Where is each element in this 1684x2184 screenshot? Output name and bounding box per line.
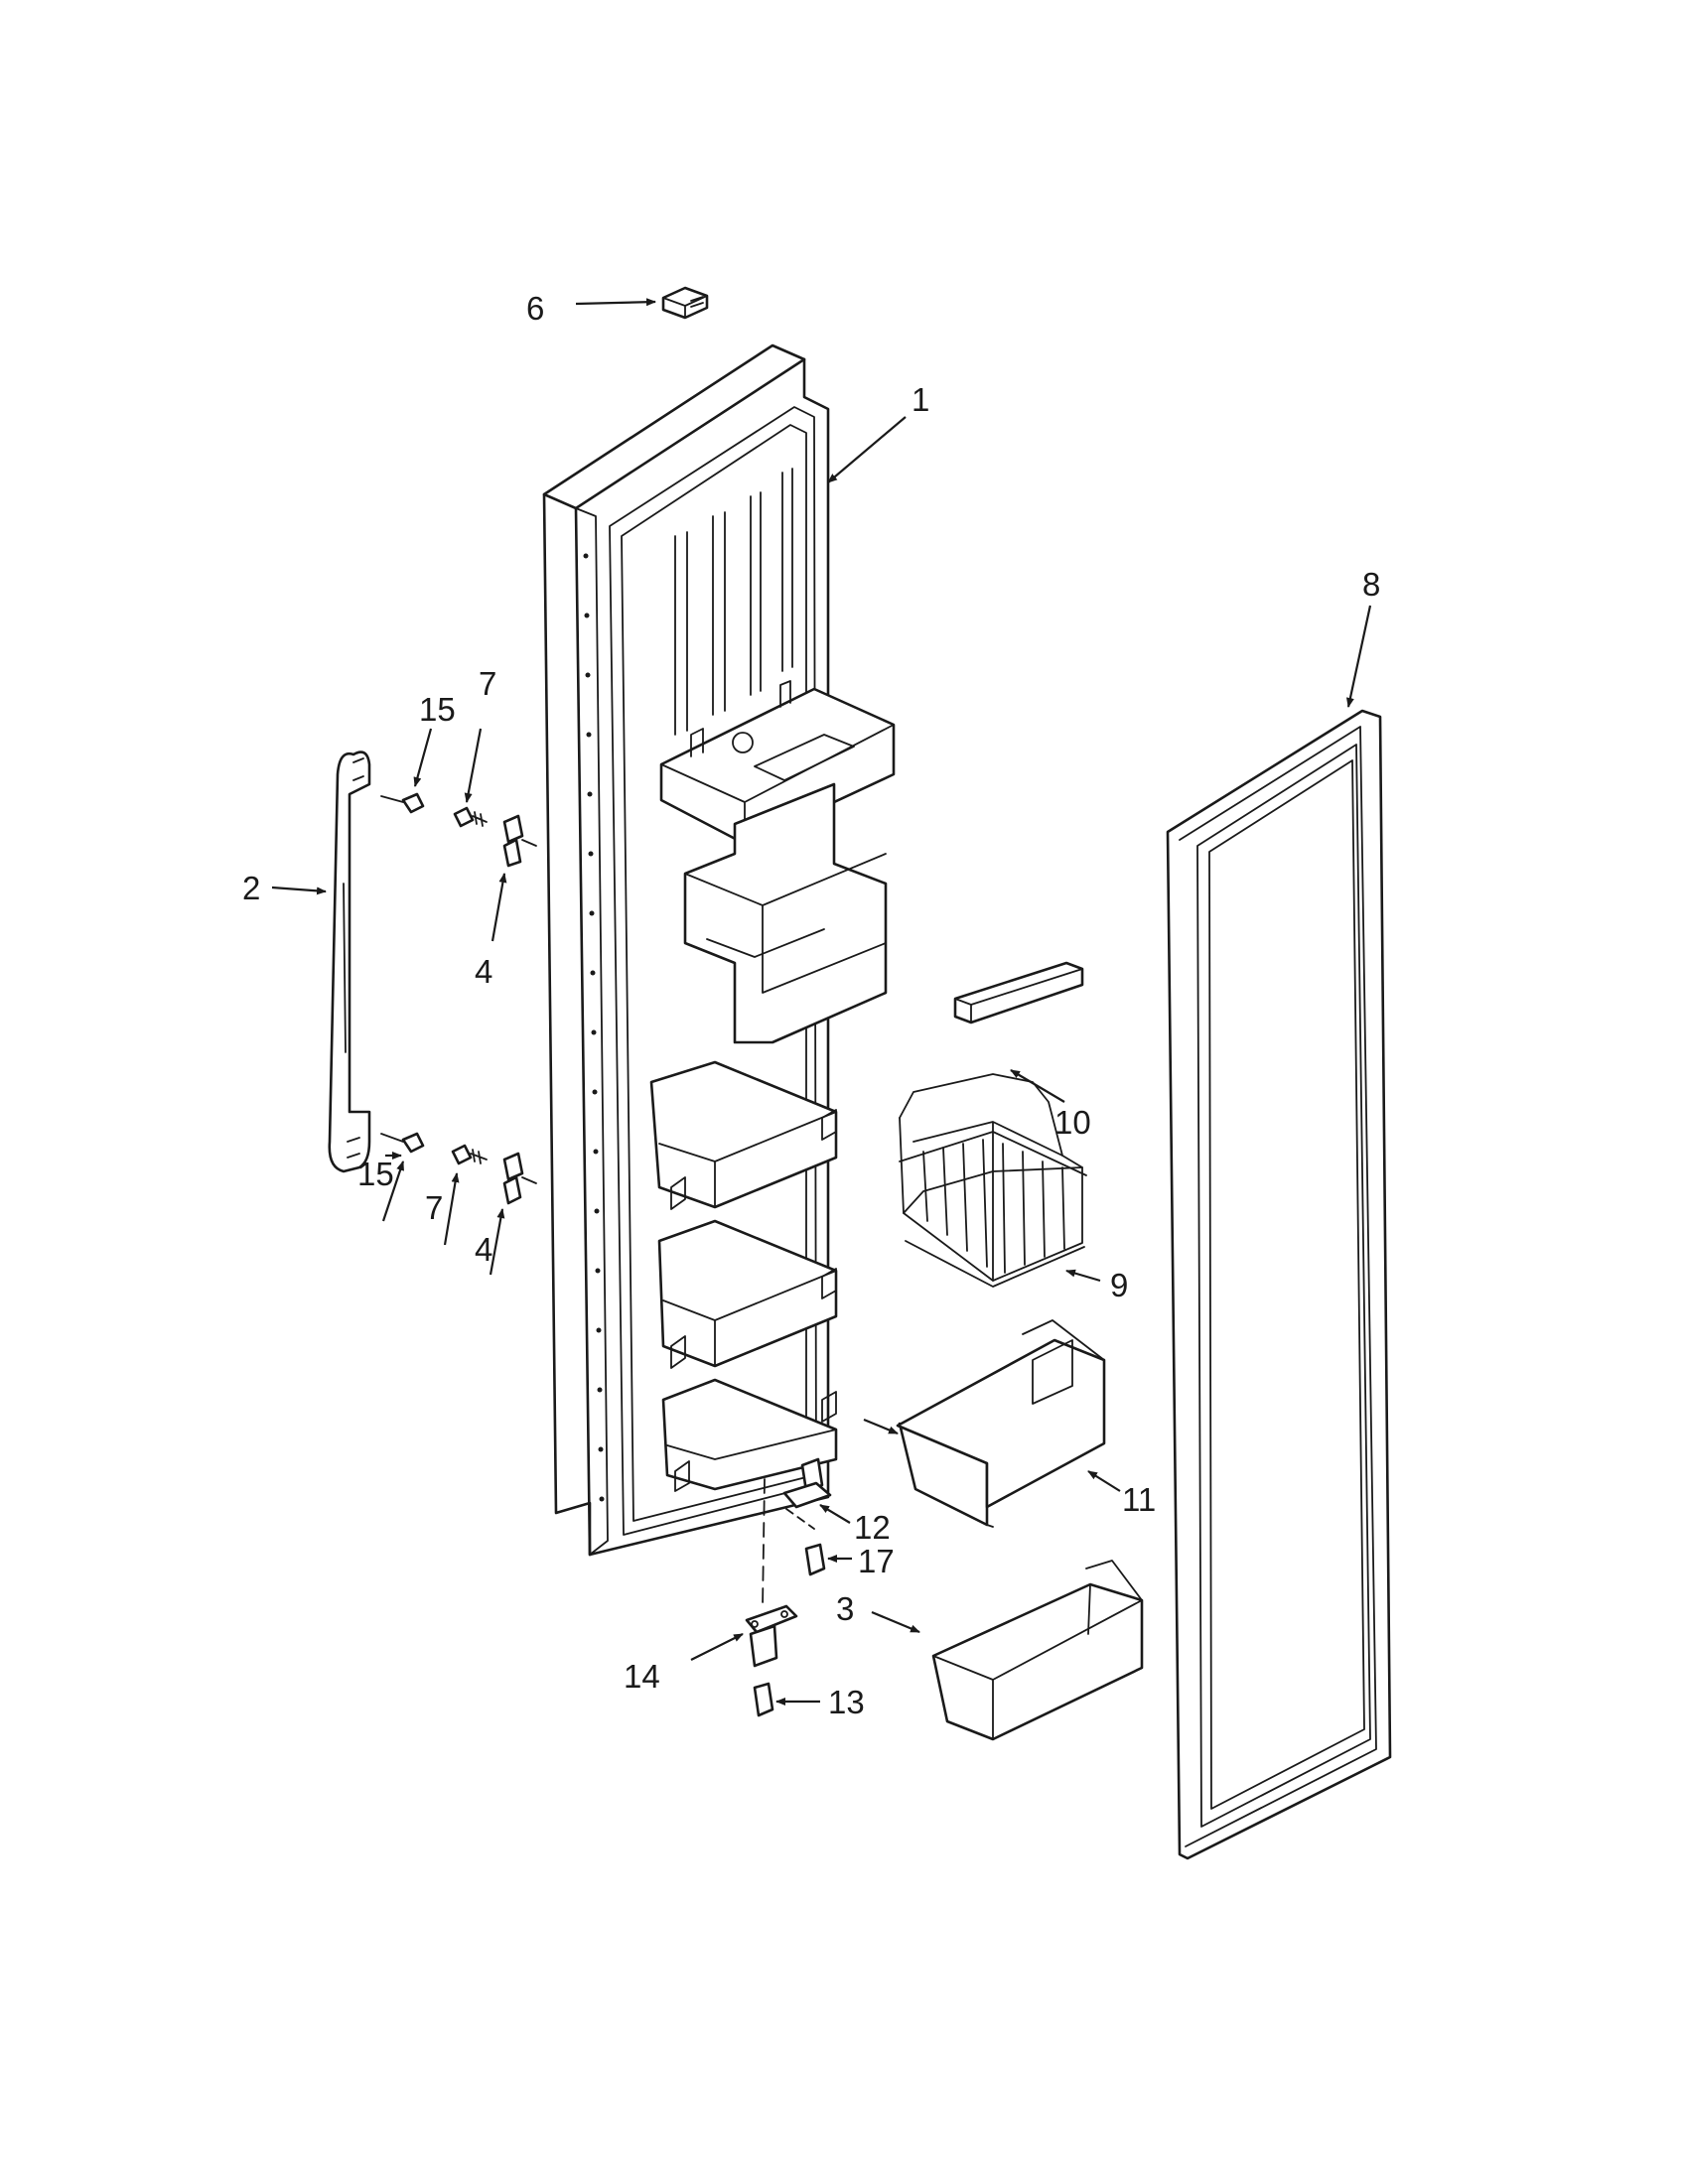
callout-7-top: 7 <box>479 665 496 702</box>
callout-labels: 6 1 8 15 7 2 4 15 7 4 10 9 11 12 17 3 14… <box>242 290 1380 1720</box>
callout-15-bottom: 15 <box>357 1156 394 1192</box>
callout-8: 8 <box>1362 566 1380 603</box>
part-3-bin <box>931 1560 1144 1741</box>
part-13-screw <box>753 1682 774 1717</box>
callout-11: 11 <box>1122 1481 1156 1518</box>
part-7-screw-bottom <box>451 1144 488 1165</box>
callout-17: 17 <box>858 1543 895 1579</box>
callout-2: 2 <box>242 870 260 906</box>
part-11-bin <box>896 1319 1106 1528</box>
callout-14: 14 <box>624 1658 660 1695</box>
callout-13: 13 <box>828 1684 865 1720</box>
leader-arrows <box>271 298 1372 1706</box>
part-2-handle <box>328 751 371 1173</box>
callout-1: 1 <box>912 381 929 418</box>
part-1-door <box>542 343 896 1557</box>
callout-12: 12 <box>854 1509 891 1546</box>
callout-9: 9 <box>1110 1267 1128 1303</box>
callout-15-top: 15 <box>419 691 456 728</box>
part-15-screw-top <box>380 792 425 814</box>
part-6-connector <box>661 286 709 320</box>
part-17-screw <box>804 1543 826 1576</box>
hinge-dashed-axis <box>762 1478 815 1609</box>
callout-7-bottom: 7 <box>425 1189 443 1226</box>
part-4-clip-top <box>502 814 537 868</box>
part-8-gasket <box>1166 709 1392 1860</box>
callout-3: 3 <box>836 1590 854 1627</box>
part-10-rail <box>953 961 1084 1024</box>
callout-4-bottom: 4 <box>475 1231 492 1268</box>
part-4-clip-bottom <box>502 1152 537 1205</box>
callout-10: 10 <box>1054 1104 1091 1141</box>
callout-4-top: 4 <box>475 953 492 990</box>
part-12-hinge-pin <box>782 1457 832 1509</box>
part-7-screw-top <box>453 806 488 828</box>
callout-6: 6 <box>526 290 544 327</box>
part-15-screw-bottom <box>380 1132 425 1154</box>
door-screw-holes <box>583 553 605 1502</box>
part-14-hinge <box>745 1604 798 1668</box>
